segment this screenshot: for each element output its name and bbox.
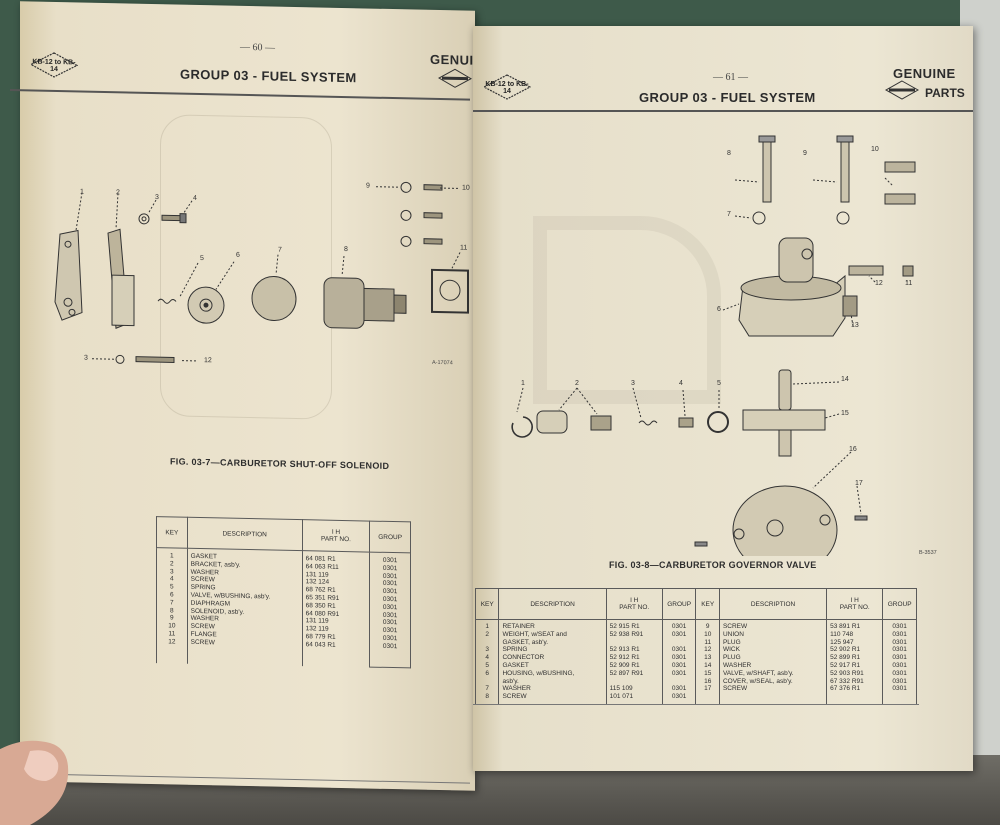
international-logo-icon	[437, 68, 473, 89]
left-footer-rule	[40, 773, 470, 784]
thumb-image	[0, 740, 69, 825]
part-no-column: 52 915 R1 52 938 R91 52 913 R1 52 912 R1…	[605, 619, 663, 704]
right-header-rule	[473, 110, 973, 112]
right-brand-bottom: PARTS	[925, 86, 965, 100]
right-parts-table: KEY DESCRIPTION I H PART NO. GROUP KEY D…	[474, 588, 917, 704]
callout-label: 17	[855, 480, 863, 487]
callout-label: 1	[521, 380, 525, 387]
callout-label: 7	[727, 211, 731, 218]
callout-label: 10	[871, 146, 879, 153]
right-bleedthrough	[533, 216, 721, 404]
callout-label: 9	[803, 150, 807, 157]
callout-label: 4	[193, 194, 197, 202]
solenoid-exploded-diagram	[54, 181, 469, 364]
callout-label: 5	[200, 255, 204, 263]
callout-label: 16	[849, 446, 857, 453]
callout-label: 3	[631, 380, 635, 387]
callout-label: 15	[841, 410, 849, 417]
left-page-number: — 60 —	[240, 41, 275, 54]
key-column: 1 2 3 4 5 6 7 8	[474, 619, 500, 704]
right-series-badge-text: KB-12 to KB-14	[485, 81, 529, 95]
right-figure-code: B-3537	[919, 550, 937, 556]
callout-label: 12	[204, 357, 212, 365]
left-parts-table: KEY DESCRIPTION I H PART NO. GROUP 1 2 3…	[156, 516, 411, 668]
group-header: GROUP	[882, 588, 917, 620]
callout-label: 11	[460, 244, 468, 252]
part-no-header: I H PART NO.	[302, 519, 370, 553]
description-header: DESCRIPTION	[498, 588, 607, 620]
key-column: 1 2 3 4 5 6 7 8 9 10 11 12	[156, 547, 188, 664]
right-series-badge: KB-12 to KB-14	[482, 74, 532, 100]
group-header: GROUP	[661, 588, 697, 620]
callout-label: 14	[841, 376, 849, 383]
callout-label: 10	[462, 184, 470, 192]
international-logo-icon	[884, 80, 920, 100]
description-column: GASKET BRACKET, asb'y. WASHER SCREW SPRI…	[187, 548, 303, 666]
group-column: 0301 0301 0301 0301 0301 0301 0301 0301	[661, 619, 697, 704]
key-header: KEY	[474, 588, 500, 620]
left-header-rule	[10, 89, 470, 101]
callout-label: 3	[155, 194, 159, 202]
left-figure-code: A-17074	[432, 359, 453, 367]
left-series-badge-text: KB-12 to KB-14	[32, 58, 76, 74]
part-no-column: 64 081 R1 64 063 R11 131 119 132 124 68 …	[302, 550, 370, 668]
description-header: DESCRIPTION	[187, 517, 303, 551]
left-series-badge: KB-12 to KB-14	[29, 51, 79, 78]
right-group-title: GROUP 03 - FUEL SYSTEM	[639, 90, 816, 105]
right-brand-top: GENUINE	[893, 66, 956, 81]
part-no-header: I H PART NO.	[605, 588, 663, 620]
callout-label: 7	[278, 246, 282, 254]
callout-label: 2	[575, 380, 579, 387]
right-page: — 61 — KB-12 to KB-14 GROUP 03 - FUEL SY…	[473, 26, 973, 771]
part-no-column: 53 891 R1 110 748 125 947 52 902 R1 52 8…	[826, 619, 884, 704]
callout-label: 8	[344, 246, 348, 254]
left-figure-caption: FIG. 03-7—CARBURETOR SHUT-OFF SOLENOID	[170, 456, 390, 471]
group-column: 0301 0301 0301 0301 0301 0301 0301 0301 …	[369, 552, 411, 668]
governor-valve-exploded-diagram	[511, 135, 916, 556]
callout-label: 5	[717, 380, 721, 387]
callout-label: 13	[851, 322, 859, 329]
description-column: SCREW UNION PLUG WICK PLUG WASHER VALVE,…	[718, 619, 828, 704]
callout-label: 12	[875, 280, 883, 287]
callout-label: 3	[84, 354, 88, 362]
callout-label: 2	[116, 189, 120, 197]
key-header: KEY	[695, 588, 720, 620]
right-footer-rule	[473, 704, 919, 705]
part-no-header: I H PART NO.	[826, 588, 884, 620]
callout-label: 6	[717, 306, 721, 313]
left-page: — 60 — KB-12 to KB-14 GROUP 03 - FUEL SY…	[10, 1, 484, 791]
description-header: DESCRIPTION	[718, 588, 828, 620]
callout-label: 9	[366, 182, 370, 190]
callout-label: 6	[236, 251, 240, 259]
left-group-title: GROUP 03 - FUEL SYSTEM	[180, 66, 357, 86]
key-column: 9 10 11 12 13 14 15 16 17	[695, 619, 720, 704]
right-page-number: — 61 —	[713, 72, 748, 83]
description-column: RETAINER WEIGHT, w/SEAT and GASKET, asb'…	[498, 619, 607, 704]
callout-label: 11	[905, 280, 913, 287]
group-header: GROUP	[369, 521, 411, 553]
callout-label: 4	[679, 380, 683, 387]
group-column: 0301 0301 0301 0301 0301 0301 0301 0301 …	[882, 619, 917, 704]
callout-label: 1	[80, 188, 84, 196]
key-header: KEY	[156, 516, 188, 549]
callout-label: 8	[727, 150, 731, 157]
right-figure-caption: FIG. 03-8—CARBURETOR GOVERNOR VALVE	[609, 560, 817, 570]
